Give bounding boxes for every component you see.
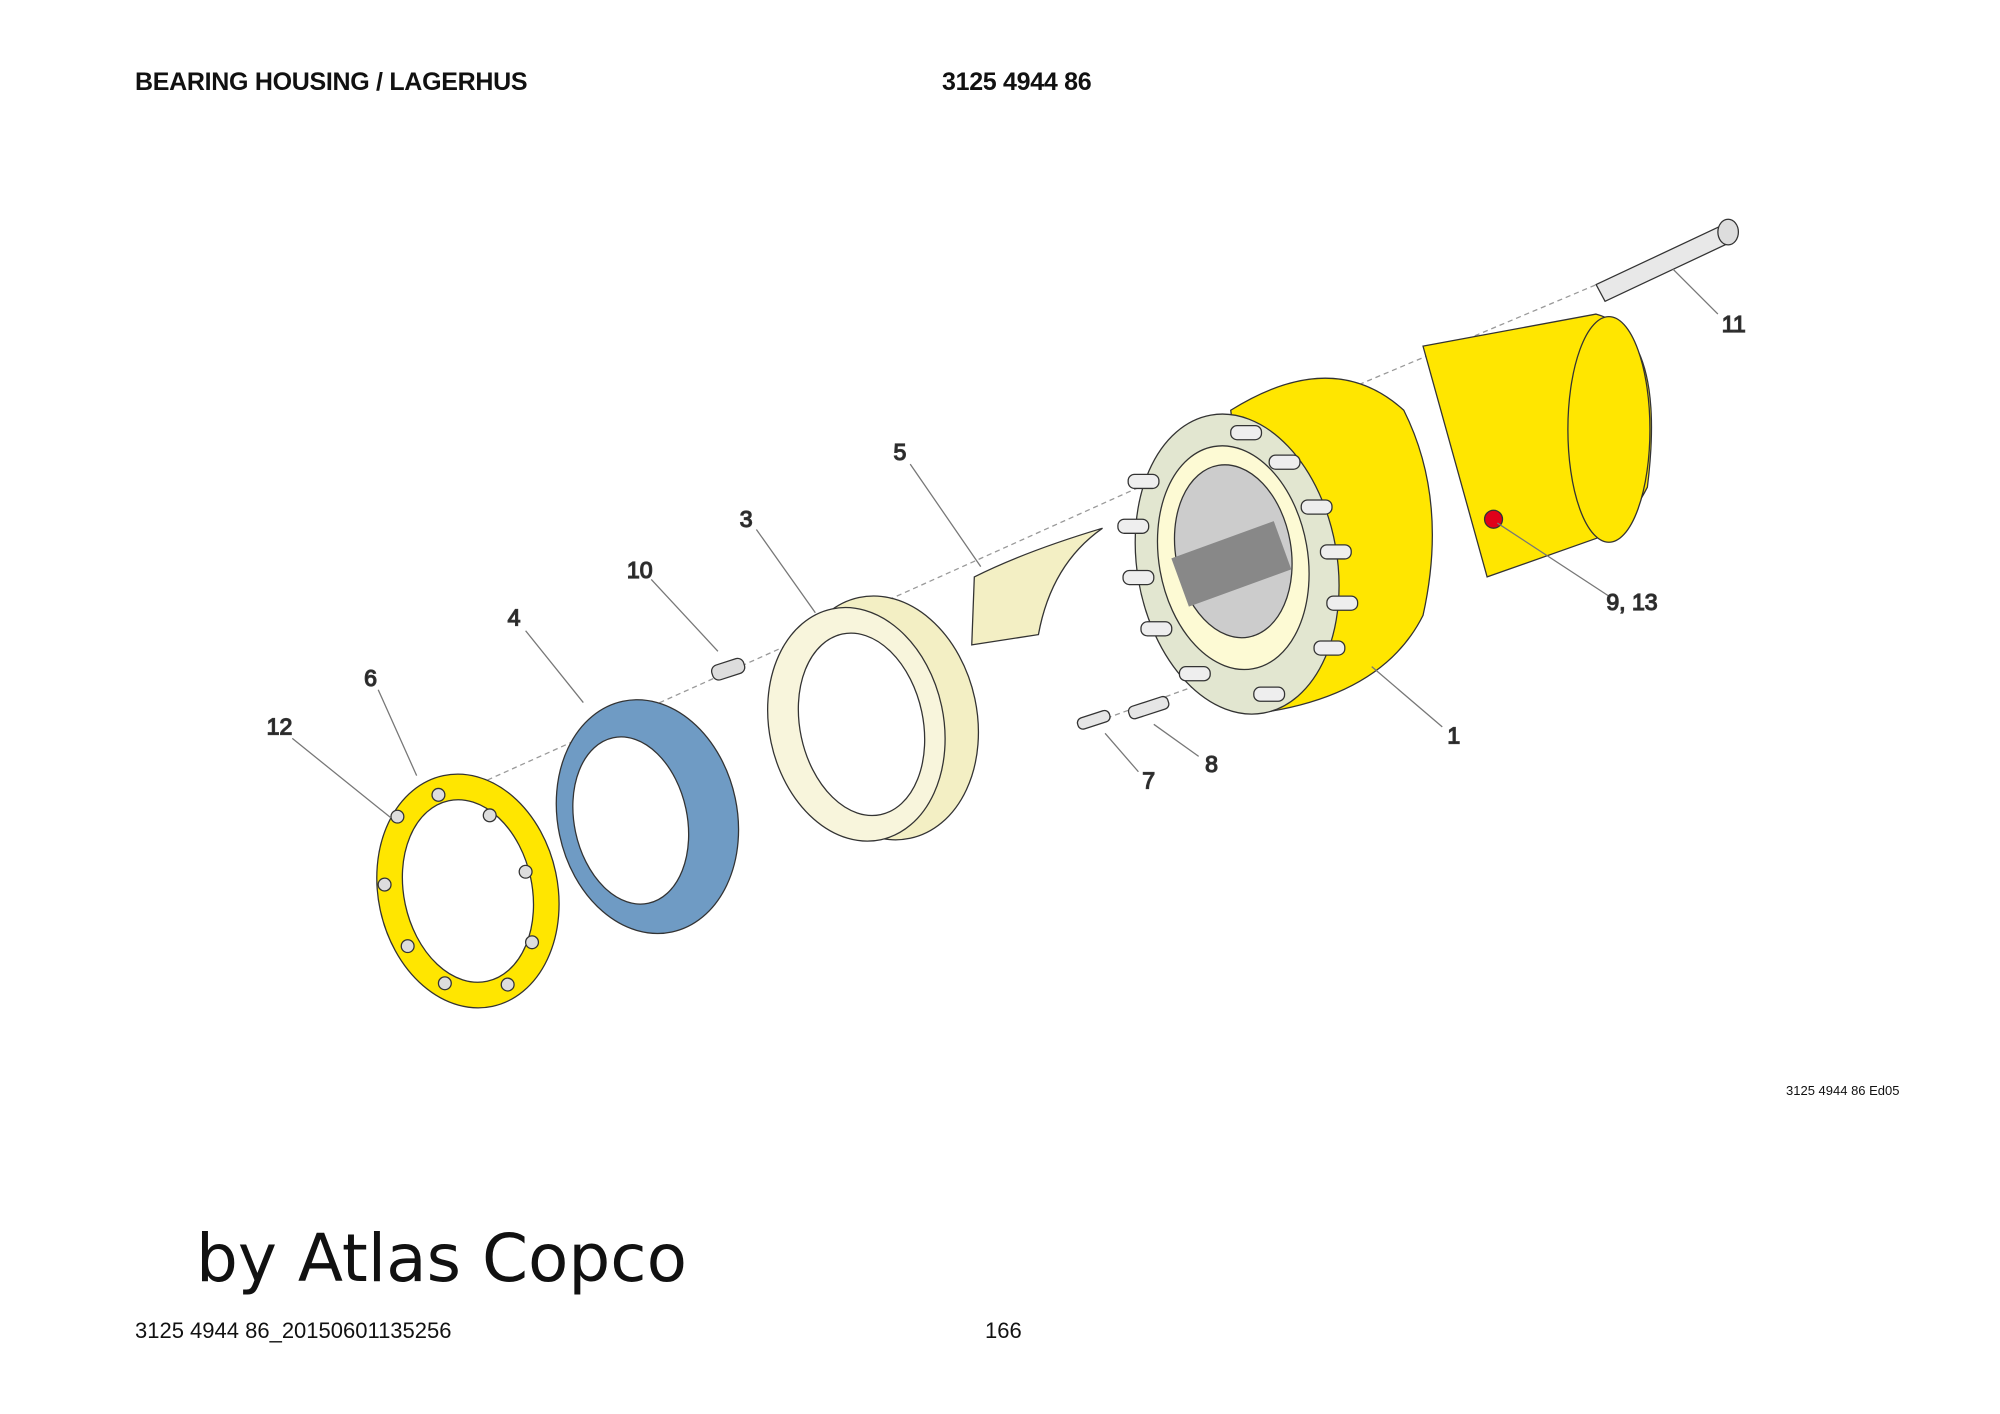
callout-7: 7 <box>1142 767 1155 793</box>
callout-5: 5 <box>894 439 907 465</box>
part-9-13-plug <box>1483 509 1504 529</box>
part-8-pin <box>1127 695 1170 720</box>
callout-12: 12 <box>267 714 293 740</box>
part-7-pin <box>1076 709 1111 730</box>
footer-doc-ref: 3125 4944 86_20150601135256 <box>135 1318 452 1343</box>
callout-9-13: 9, 13 <box>1606 589 1657 615</box>
callout-6: 6 <box>364 665 377 691</box>
part-11-bolt <box>1595 218 1740 303</box>
callout-10: 10 <box>627 557 653 583</box>
part-1-housing <box>1117 313 1653 715</box>
part-5-liner <box>971 527 1103 646</box>
callout-4: 4 <box>508 605 521 631</box>
part-6-ring <box>376 773 560 1009</box>
callout-3: 3 <box>740 506 753 532</box>
leader-lines <box>291 268 1719 819</box>
callout-1: 1 <box>1447 723 1460 749</box>
part-10-screw <box>710 657 746 681</box>
part-4-ring <box>555 699 740 935</box>
part-3-ring <box>767 595 980 842</box>
callout-8: 8 <box>1205 751 1218 777</box>
part-number: 3125 4944 86 <box>942 68 1092 96</box>
page-title: BEARING HOUSING / LAGERHUS <box>135 68 528 96</box>
drawing-edition: 3125 4944 86 Ed05 <box>1786 1083 1900 1098</box>
page-number: 166 <box>985 1318 1022 1343</box>
brand-watermark: by Atlas Copco <box>196 1220 687 1297</box>
callout-11: 11 <box>1722 311 1746 337</box>
